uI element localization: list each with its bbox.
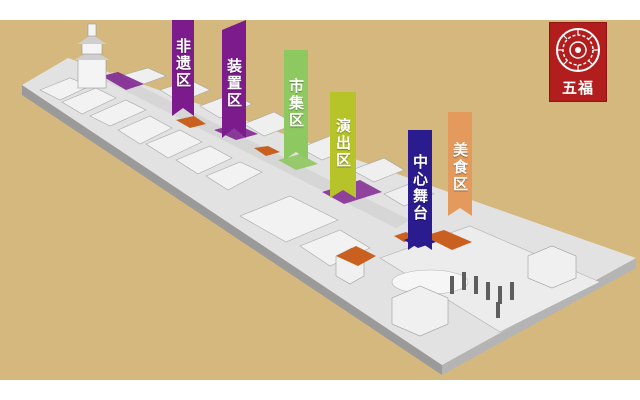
zone-banner-zhuangzhi[interactable]	[222, 20, 246, 138]
street-model-3d	[22, 20, 636, 375]
zone-label-meishi: 美食区	[451, 142, 469, 193]
site-map-canvas: 非遗区 装置区 市集区 演出区 中心舞台 美食区 五福	[0, 20, 640, 380]
zone-label-yanchu: 演出区	[334, 118, 352, 169]
zone-label-feiyi: 非遗区	[174, 38, 192, 89]
zone-label-shiji: 市集区	[287, 78, 305, 129]
zone-banner-shiji[interactable]	[284, 50, 308, 160]
front-buildings	[39, 77, 371, 267]
pagoda-icon	[74, 23, 110, 89]
zone-label-zhongxin: 中心舞台	[411, 154, 429, 222]
zone-banner-zhongxin[interactable]	[408, 130, 432, 250]
zone-banner-meishi[interactable]	[448, 112, 472, 216]
plaza-pillars	[450, 272, 514, 318]
zone-banner-feiyi[interactable]	[172, 20, 194, 116]
ground-plane	[22, 58, 636, 365]
zone-banner-yanchu[interactable]	[330, 92, 356, 198]
logo-text: 五福	[561, 79, 594, 97]
wufu-logo: 五福	[549, 22, 607, 102]
zone-label-zhuangzhi: 装置区	[225, 58, 243, 109]
corner-buildings	[335, 245, 577, 337]
wufu-seal-icon	[556, 28, 600, 72]
street-accents	[176, 116, 472, 266]
base-front-side	[22, 85, 442, 375]
